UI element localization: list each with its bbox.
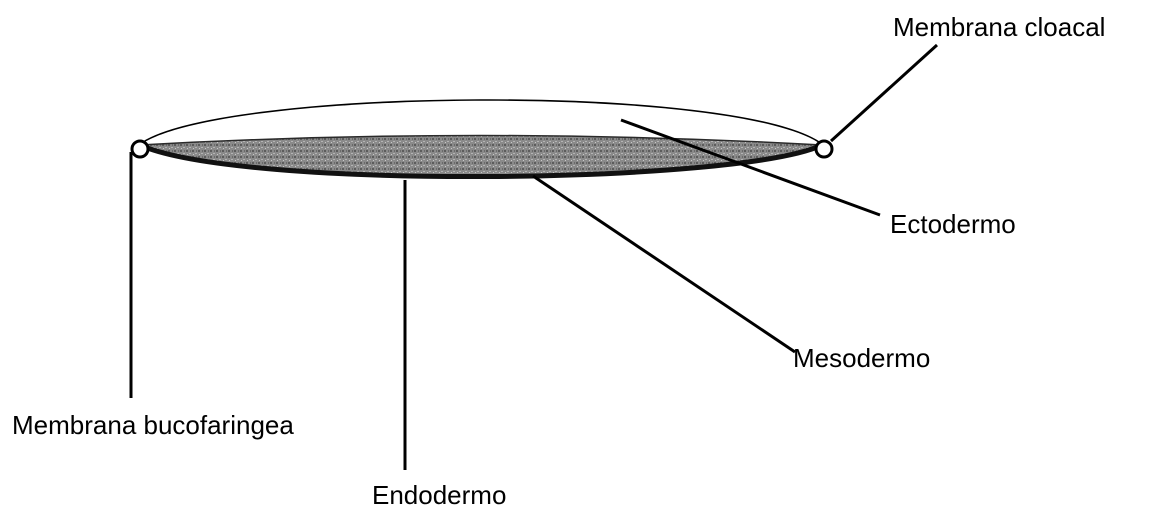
label-membrana-bucofaringea: Membrana bucofaringea (12, 410, 294, 440)
cloacal-membrane-marker (816, 141, 832, 157)
leader-membrana-cloacal (831, 45, 937, 141)
label-membrana-cloacal: Membrana cloacal (893, 12, 1105, 42)
label-ectodermo: Ectodermo (890, 209, 1016, 239)
buccopharyngeal-membrane-marker (132, 141, 148, 157)
label-mesodermo: Mesodermo (793, 343, 930, 373)
leader-mesodermo (533, 176, 795, 352)
label-endodermo: Endodermo (372, 480, 506, 506)
